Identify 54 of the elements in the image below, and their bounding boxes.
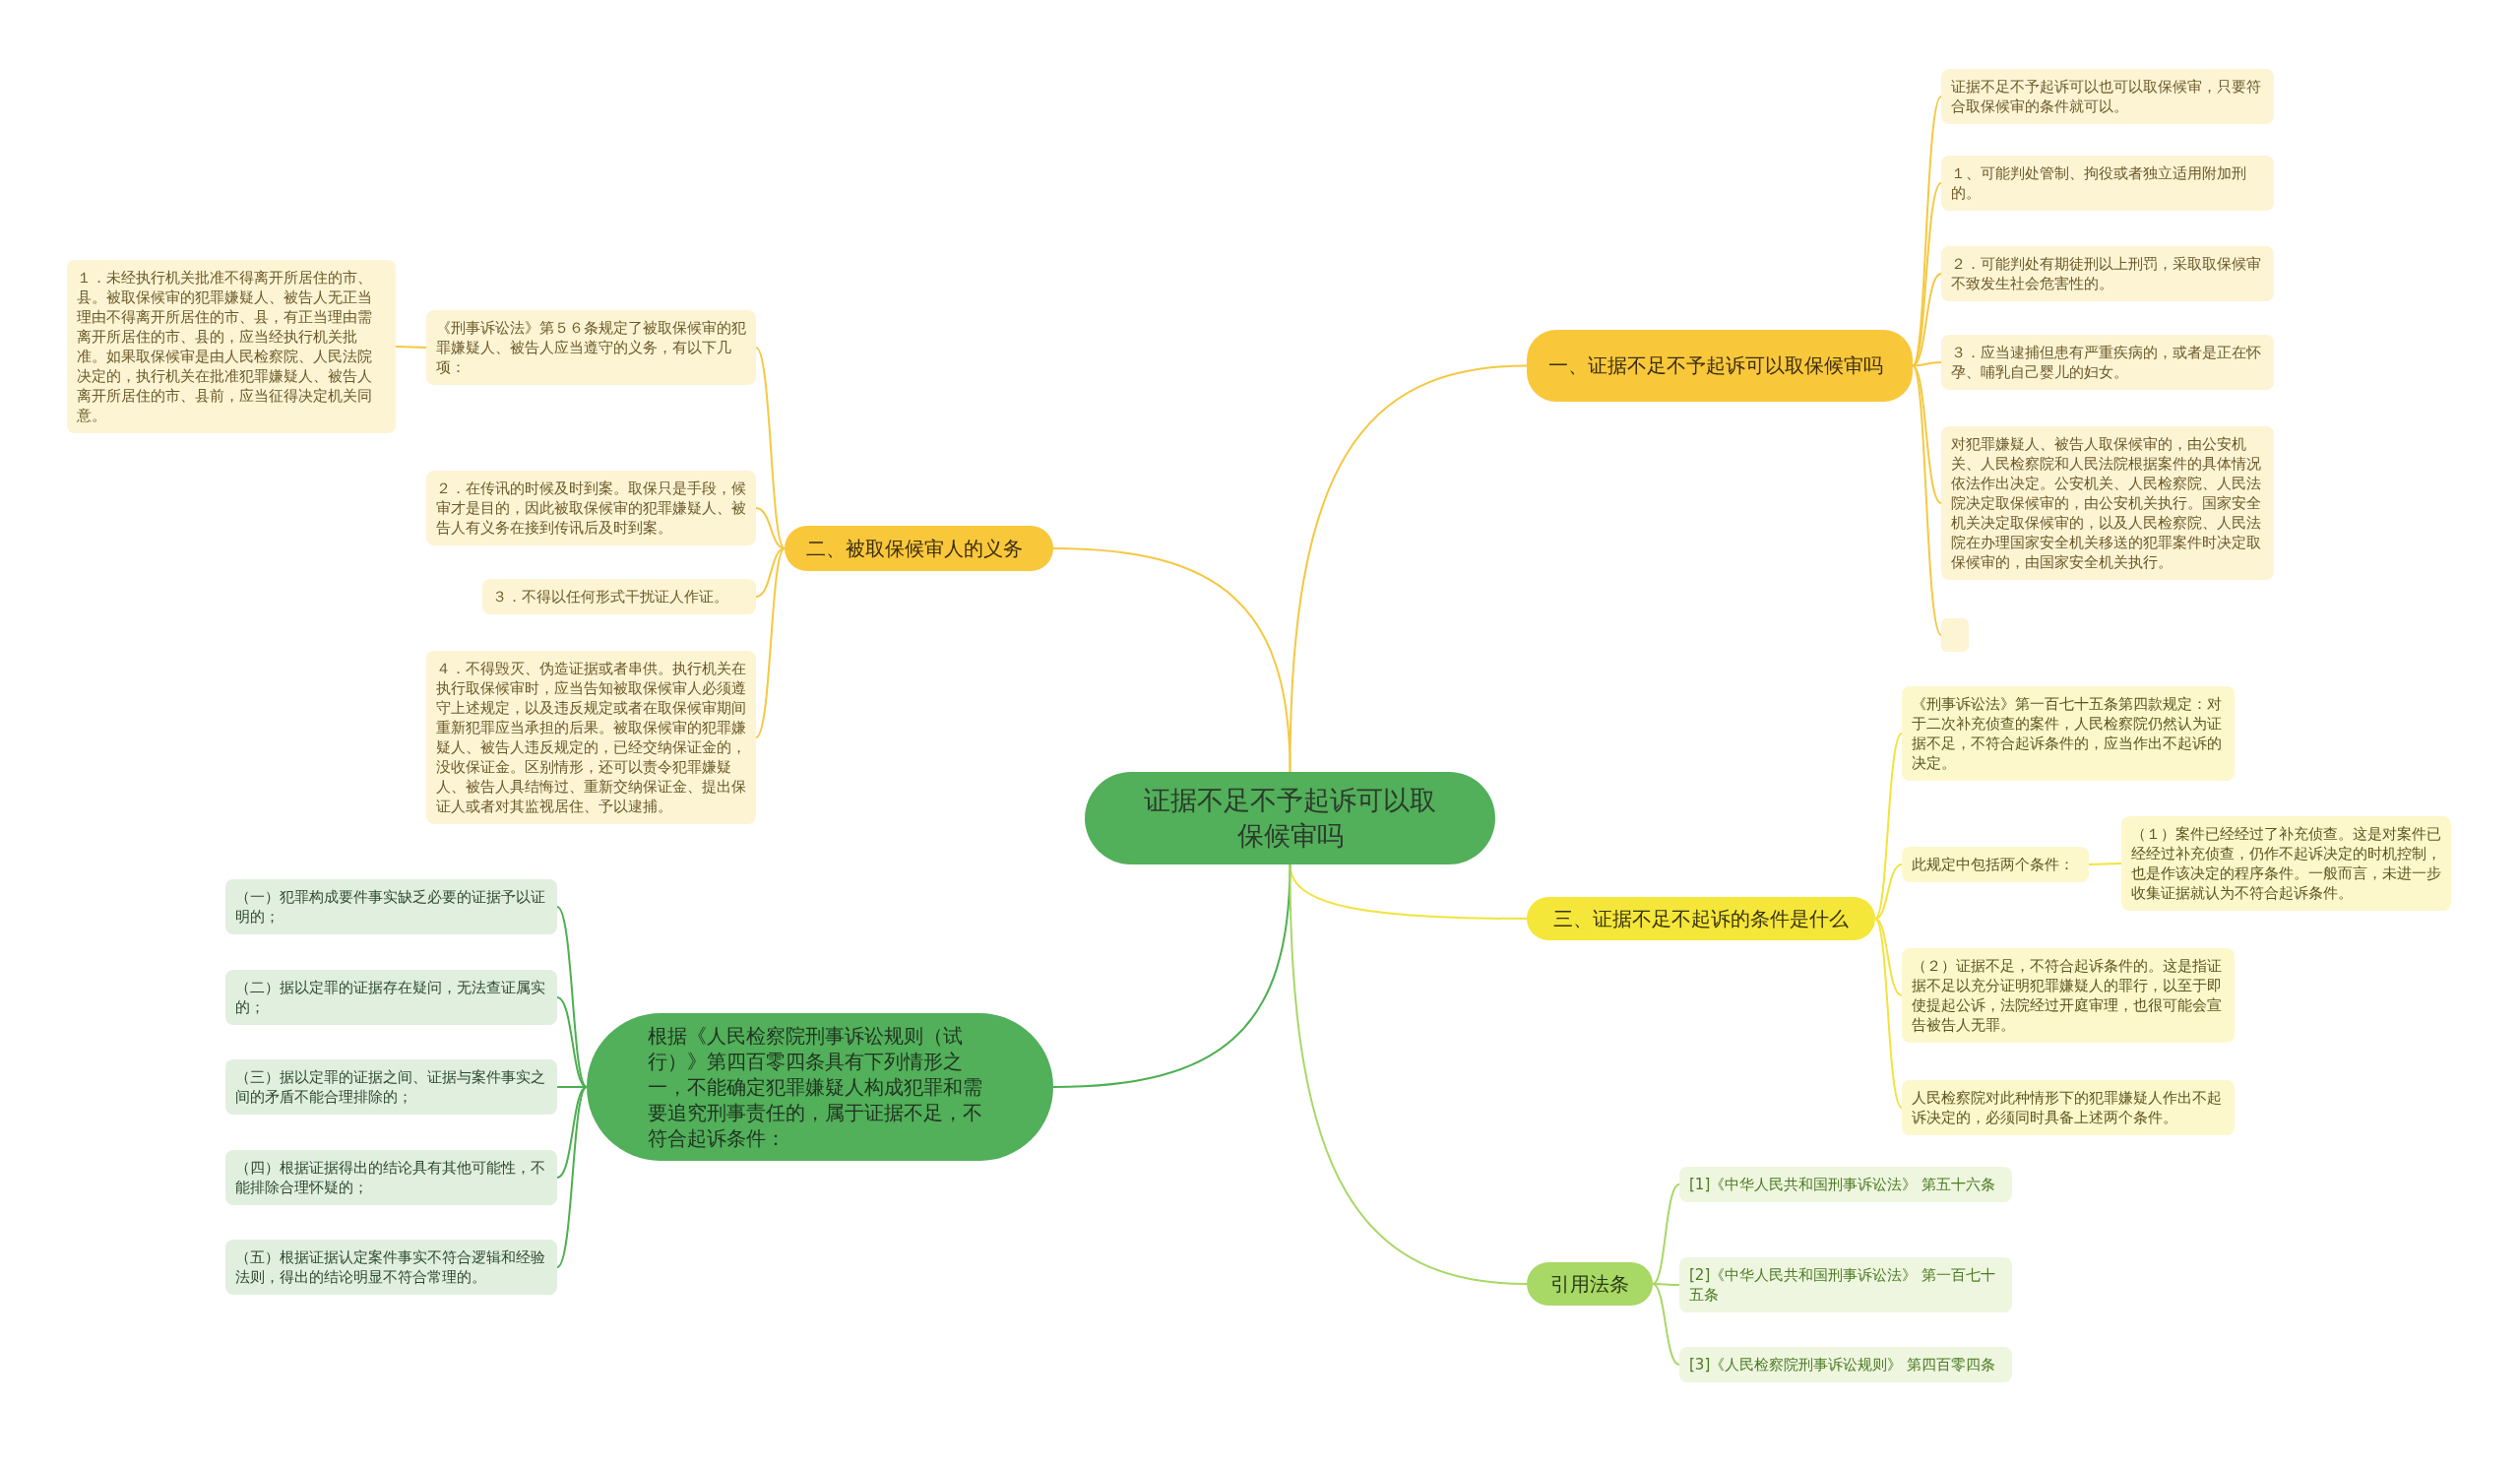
topic-pill: 根据《人民检察院刑事诉讼规则（试行）》第四百零四条具有下列情形之一，不能确定犯罪嫌疑人构成犯罪和需要追究刑事责任的，属于证据不足，不符合起诉条件： [587, 1013, 1053, 1161]
note-box: （二）据以定罪的证据存在疑问，无法查证属实的； [225, 970, 557, 1025]
topic-pill: 二、被取保候审人的义务 [785, 526, 1053, 571]
note-box: ４．不得毁灭、伪造证据或者串供。执行机关在执行取保候审时，应当告知被取保候审人必须遵守上述规定，以及违反规定或者在取保候审期间重新犯罪应当承担的后果。被取保候审的犯罪嫌疑人、被告人违反规定的，已经交纳保证金的，没收保证金。区别情形，还可以责令犯罪嫌疑人、被告人具结悔过、重新交纳保证金、提出保证人或者对其监视居住、予以逮捕。 [426, 651, 756, 824]
central-topic: 证据不足不予起诉可以取保候审吗 [1085, 772, 1495, 864]
note-box: （三）据以定罪的证据之间、证据与案件事实之间的矛盾不能合理排除的； [225, 1059, 557, 1115]
connector-line [1652, 1183, 1680, 1285]
connector-line [1912, 273, 1942, 367]
connector-line [556, 1086, 588, 1268]
connector-line [755, 547, 786, 738]
connector-line [1874, 733, 1903, 920]
connector-line [556, 906, 588, 1088]
note-box: 《刑事诉讼法》第一百七十五条第四款规定：对于二次补充侦查的案件，人民检察院仍然认为证据不足，不符合起诉条件的，应当作出不起诉的决定。 [1902, 686, 2235, 781]
connector-line [1052, 863, 1292, 1088]
connector-line [1874, 918, 1903, 1109]
note-box: １．未经执行机关批准不得离开所居住的市、县。被取保候审的犯罪嫌疑人、被告人无正当理由不得离开所居住的市、县，有正当理由需离开所居住的市、县的，应当经执行机关批准。如果取保候审是由人民检察院、人民法院决定的，执行机关在批准犯罪嫌疑人、被告人离开所居住的市、县前，应当征得决定机关同意。 [67, 260, 396, 433]
connector-line [1289, 863, 1528, 1285]
note-box: 证据不足不予起诉可以也可以取保候审，只要符合取保候审的条件就可以。 [1941, 69, 2274, 124]
connector-line [1652, 1283, 1680, 1286]
connector-line [1912, 361, 1942, 367]
connector-line [1652, 1283, 1680, 1366]
connector-line [2088, 863, 2122, 865]
connector-line [1874, 918, 1903, 996]
connector-line [755, 507, 786, 549]
note-box: （五）根据证据认定案件事实不符合逻辑和经验法则，得出的结论明显不符合常理的。 [225, 1240, 557, 1295]
connector-line [1912, 364, 1942, 504]
note-box: 对犯罪嫌疑人、被告人取保候审的，由公安机关、人民检察院和人民法院根据案件的具体情况依法作出决定。公安机关、人民检察院、人民法院决定取保候审的，由公安机关执行。国家安全机关决定取保候审的，以及人民检察院、人民法院在办理国家安全机关移送的犯罪案件时决定取保候审的，由国家安全机关执行。 [1941, 426, 2274, 580]
note-box: （一）犯罪构成要件事实缺乏必要的证据予以证明的； [225, 879, 557, 934]
connector-line [1874, 863, 1903, 920]
connector-line [1912, 182, 1942, 367]
note-box: [3]《人民检察院刑事诉讼规则》 第四百零四条 [1679, 1347, 2012, 1382]
topic-pill: 一、证据不足不予起诉可以取保候审吗 [1527, 330, 1913, 402]
note-box: 人民检察院对此种情形下的犯罪嫌疑人作出不起诉决定的，必须同时具备上述两个条件。 [1902, 1080, 2235, 1135]
note-box: ３．应当逮捕但患有严重疾病的，或者是正在怀孕、哺乳自己婴儿的妇女。 [1941, 335, 2274, 390]
note-box: [1]《中华人民共和国刑事诉讼法》 第五十六条 [1679, 1167, 2012, 1202]
note-box: ３．不得以任何形式干扰证人作证。 [482, 579, 756, 614]
connector-line [1052, 547, 1292, 773]
note-box: １、可能判处管制、拘役或者独立适用附加刑的。 [1941, 156, 2274, 211]
connector-line [1912, 364, 1942, 636]
note-box: （１）案件已经经过了补充侦查。这是对案件已经经过补充侦查，仍作不起诉决定的时机控制，也是作该决定的程序条件。一般而言，未进一步收集证据就认为不符合起诉条件。 [2121, 816, 2451, 911]
note-box: ２．在传讯的时候及时到案。取保只是手段，候审才是目的，因此被取保候审的犯罪嫌疑人、被告人有义务在接到传讯后及时到案。 [426, 471, 756, 545]
note-box: （四）根据证据得出的结论具有其他可能性，不能排除合理怀疑的； [225, 1150, 557, 1205]
note-box: [2]《中华人民共和国刑事诉讼法》 第一百七十五条 [1679, 1257, 2012, 1312]
connector-line [755, 347, 786, 549]
connector-line [395, 346, 427, 349]
connector-line [556, 996, 588, 1088]
note-box: （２）证据不足，不符合起诉条件的。这是指证据不足以充分证明犯罪嫌疑人的罪行，以至于即使提起公诉，法院经过开庭审理，也很可能会宣告被告人无罪。 [1902, 948, 2235, 1043]
empty-box [1941, 618, 1969, 652]
note-box: 此规定中包括两个条件： [1902, 847, 2089, 882]
note-box: 《刑事诉讼法》第５６条规定了被取保候审的犯罪嫌疑人、被告人应当遵守的义务，有以下几项： [426, 310, 756, 385]
note-box: ２．可能判处有期徒刑以上刑罚，采取取保候审不致发生社会危害性的。 [1941, 246, 2274, 301]
topic-pill: 引用法条 [1527, 1262, 1653, 1306]
connector-line [755, 547, 786, 598]
topic-pill: 三、证据不足不起诉的条件是什么 [1527, 897, 1875, 940]
